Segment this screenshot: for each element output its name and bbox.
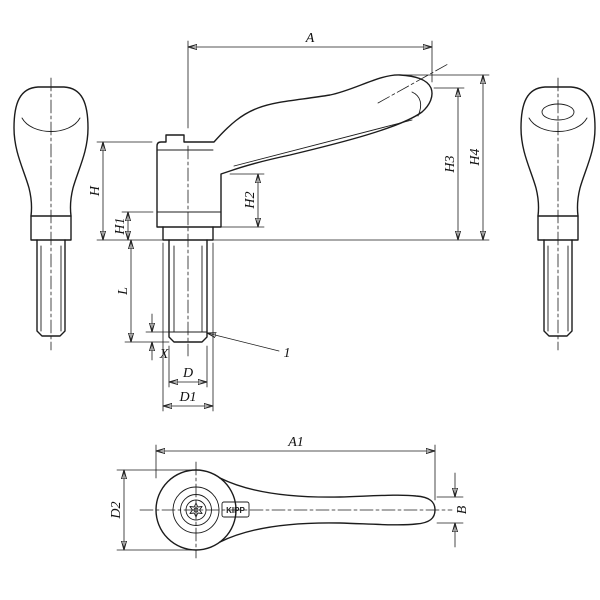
stud-outline (168, 239, 208, 343)
dimensions-top: A1 D2 B (109, 435, 470, 551)
dimensions-front: A H H1 H2 H3 H4 L X D (88, 31, 490, 412)
view-top: KIPP (139, 461, 453, 559)
dim-label-D: D (182, 366, 193, 381)
dim-label-A1: A1 (287, 435, 304, 450)
brand-logo: KIPP (226, 506, 245, 515)
view-front (156, 63, 449, 357)
dim-label-L: L (116, 287, 131, 296)
callout-1-label: 1 (284, 346, 291, 361)
lever-outline (156, 74, 433, 228)
dim-label-H4: H4 (468, 148, 483, 166)
dim-label-A: A (305, 31, 315, 46)
logo-box (221, 501, 250, 518)
dim-label-B: B (455, 505, 470, 514)
dim-label-D1: D1 (178, 390, 196, 405)
dim-label-X: X (159, 347, 169, 362)
view-side-right (520, 77, 596, 351)
centerline-handle-tip (377, 63, 449, 104)
dim-label-H2: H2 (243, 191, 258, 209)
callout-1-leader (207, 333, 280, 352)
dim-label-H1: H1 (113, 217, 128, 235)
view-side-left (13, 77, 89, 351)
dim-label-H3: H3 (443, 155, 458, 173)
dim-label-H: H (88, 185, 103, 197)
knob-outline (520, 86, 596, 217)
dim-label-D2: D2 (109, 501, 124, 519)
knob-outline (13, 86, 89, 217)
arm-inner-edge (233, 119, 413, 167)
tip-inner-edge (411, 91, 422, 117)
